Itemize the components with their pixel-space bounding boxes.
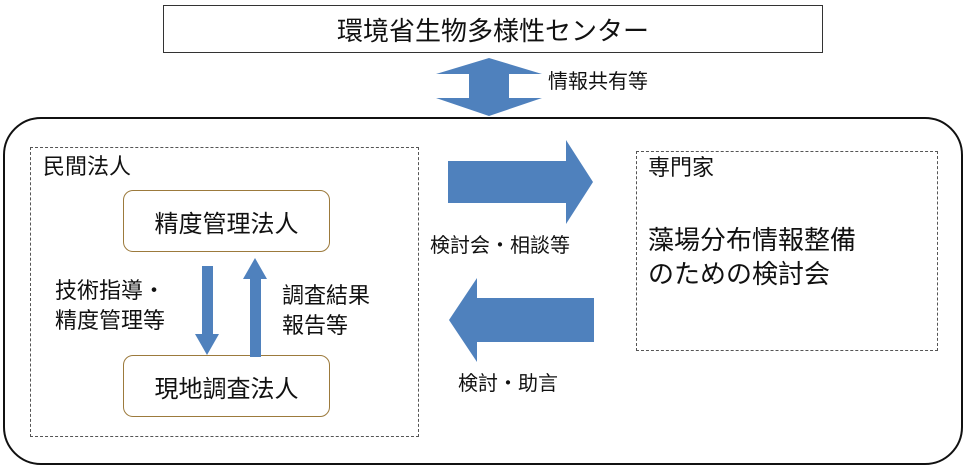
consultation-right-arrow (448, 140, 593, 224)
expert-group (636, 151, 938, 351)
private-corporation-label: 民間法人 (43, 155, 132, 180)
technical-guidance-label-line2: 精度管理等 (55, 309, 166, 334)
review-committee-line1: 藻場分布情報整備 (648, 226, 857, 256)
field-survey-label: 現地調査法人 (154, 374, 299, 403)
advice-label: 検討・助言 (458, 371, 558, 395)
info-sharing-double-arrow (436, 58, 542, 116)
accuracy-management-label: 精度管理法人 (154, 209, 299, 238)
advice-left-arrow (449, 278, 594, 362)
info-sharing-label: 情報共有等 (548, 69, 648, 93)
expert-label: 専門家 (648, 156, 715, 181)
biodiversity-center-box: 環境省生物多様性センター (163, 5, 823, 53)
consultation-label: 検討会・相談等 (430, 233, 570, 257)
accuracy-management-node: 精度管理法人 (123, 190, 330, 252)
biodiversity-center-title: 環境省生物多様性センター (336, 16, 649, 47)
field-survey-node: 現地調査法人 (123, 355, 330, 417)
guidance-down-arrow (195, 266, 219, 355)
technical-guidance-label-line1: 技術指導・ (55, 279, 166, 304)
survey-results-label-line1: 調査結果 (282, 284, 371, 309)
review-committee-line2: のための検討会 (648, 260, 831, 290)
private-corporation-group (30, 147, 419, 437)
results-up-arrow (243, 258, 267, 357)
survey-results-label-line2: 報告等 (282, 314, 349, 339)
